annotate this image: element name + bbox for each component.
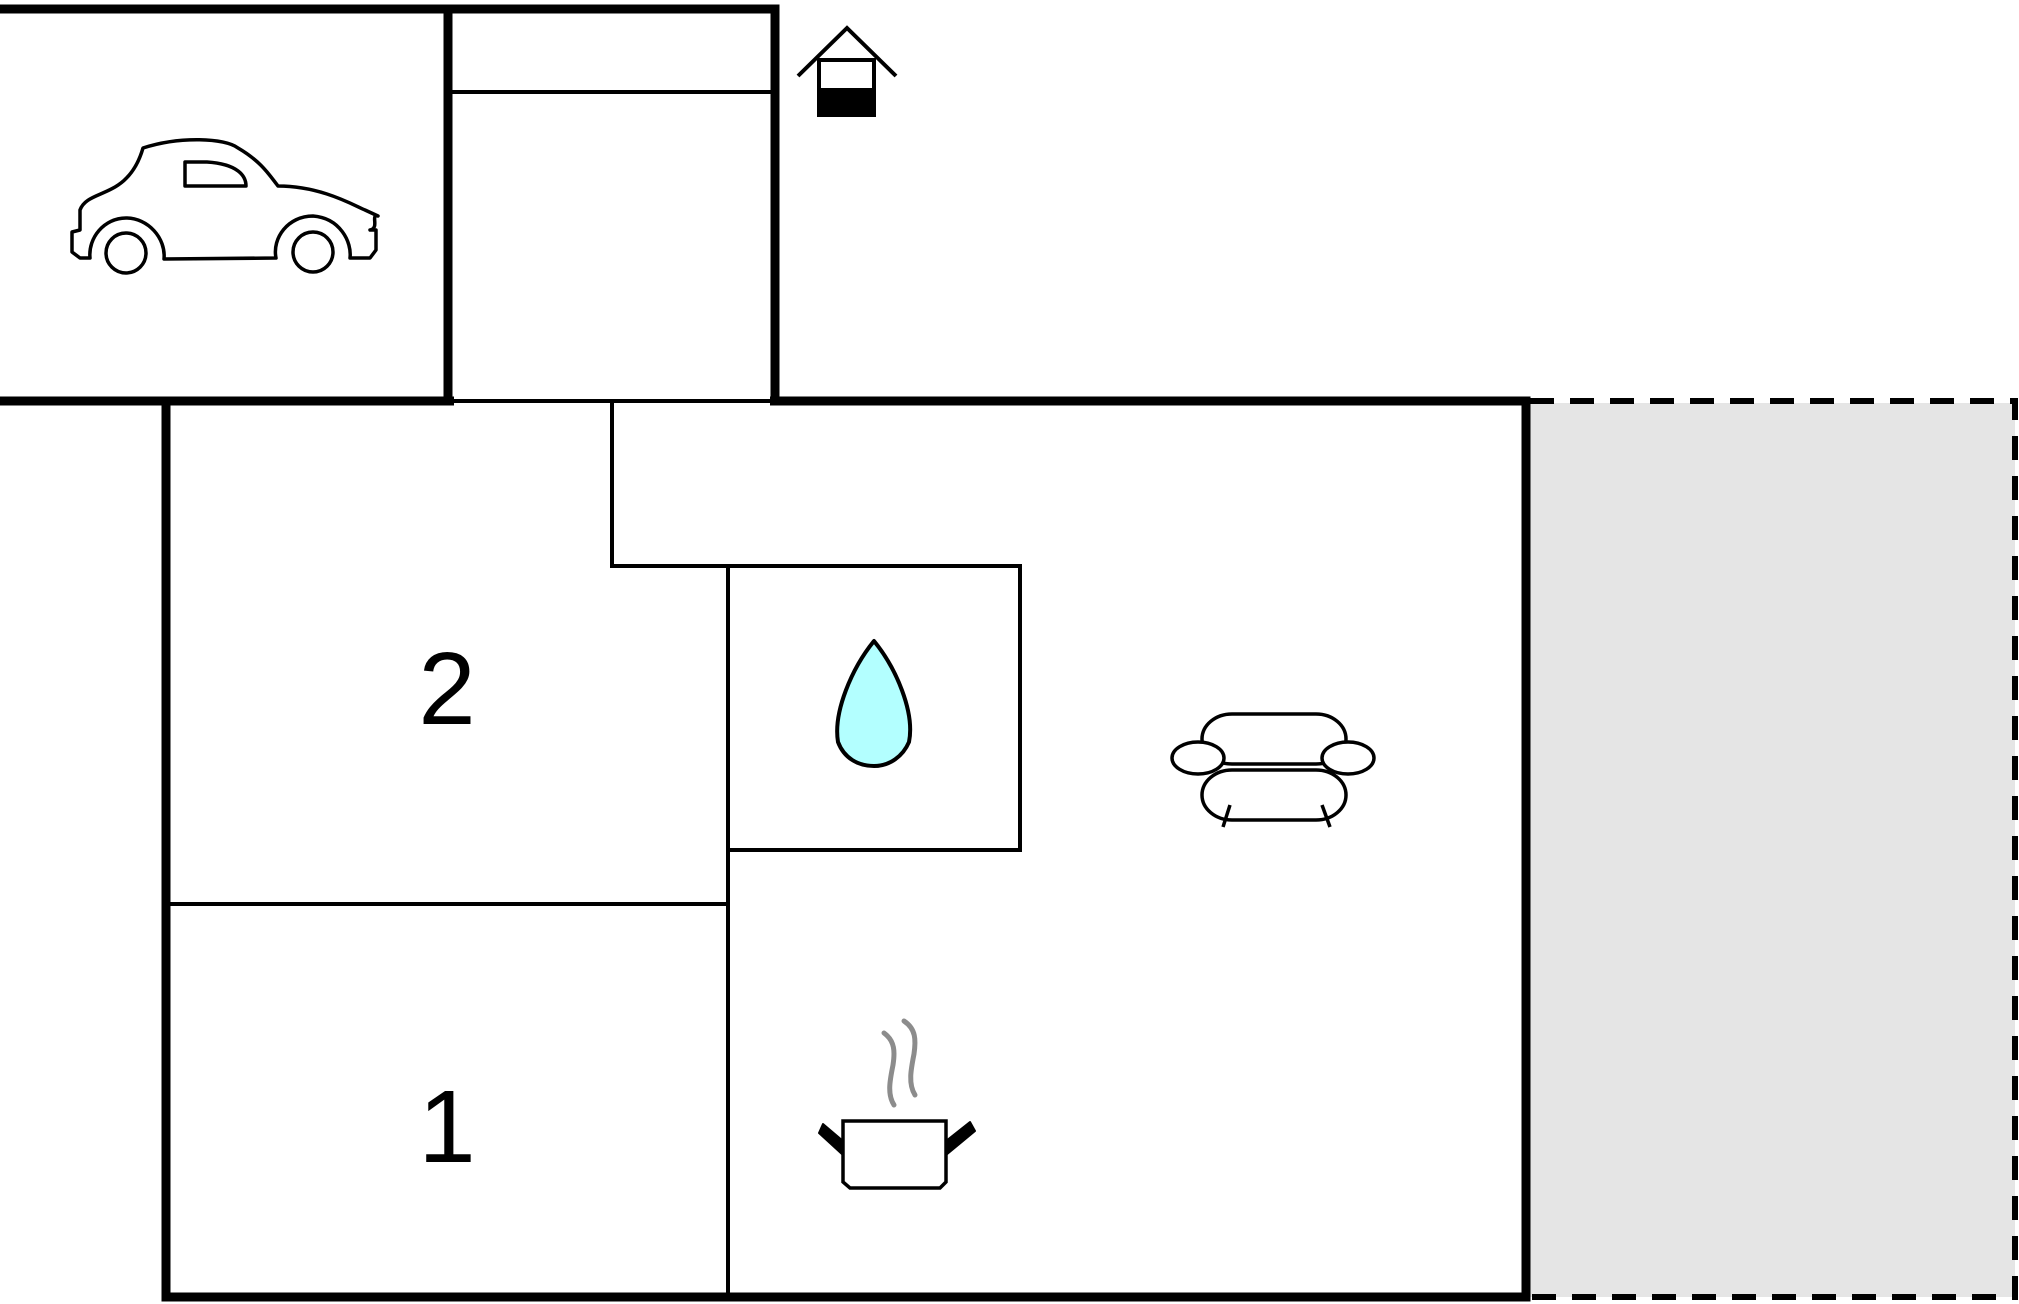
exterior-walls (0, 4, 1531, 1302)
entrance-icon (796, 25, 898, 117)
cooking-pot-icon (818, 1018, 976, 1190)
terrace-area (1530, 398, 2018, 1300)
room-label-2: 2 (418, 631, 475, 746)
sofa-icon (1170, 712, 1376, 828)
car-icon (70, 138, 380, 275)
water-drop-icon (835, 639, 913, 768)
room-label-1: 1 (418, 1069, 475, 1184)
interior-walls (170, 90, 1022, 1297)
